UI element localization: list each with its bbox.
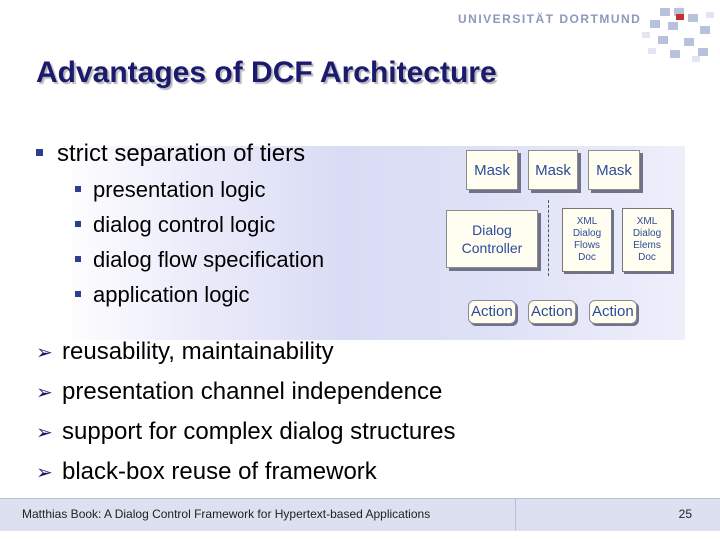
sub-bullet-text: dialog flow specification xyxy=(93,247,325,272)
footer-bar: Matthias Book: A Dialog Control Framewor… xyxy=(0,498,720,531)
university-name: UNIVERSITÄT DORTMUND xyxy=(458,12,642,26)
action-label: Action xyxy=(592,303,634,320)
advantage-item: ➢ reusability, maintainability xyxy=(36,338,334,366)
mask-label: Mask xyxy=(474,161,510,179)
dialog-controller-box: Dialog Controller xyxy=(446,210,538,268)
advantage-item: ➢ black-box reuse of framework xyxy=(36,458,377,486)
sub-bullet: dialog control logic xyxy=(75,212,275,238)
mask-label: Mask xyxy=(535,161,571,179)
advantage-item: ➢ presentation channel independence xyxy=(36,378,442,406)
action-box: Action xyxy=(589,300,637,324)
sub-bullet-text: presentation logic xyxy=(93,177,266,202)
mask-box: Mask xyxy=(588,150,640,190)
action-box: Action xyxy=(528,300,576,324)
sub-bullet: dialog flow specification xyxy=(75,247,324,273)
main-bullet-text: strict separation of tiers xyxy=(57,140,306,167)
bullet-square-icon xyxy=(75,221,81,228)
sub-bullet-text: dialog control logic xyxy=(93,212,276,237)
xml-flows-doc: XML Dialog Flows Doc xyxy=(562,208,612,272)
university-logo-icon xyxy=(642,8,714,62)
advantage-text: support for complex dialog structures xyxy=(62,418,456,445)
sub-bullet-text: application logic xyxy=(93,282,250,307)
dialog-controller-label: Dialog Controller xyxy=(461,222,523,256)
mask-label: Mask xyxy=(596,161,632,179)
footer-divider xyxy=(0,498,516,530)
bullet-square-icon xyxy=(75,186,81,193)
arrow-bullet-icon: ➢ xyxy=(36,462,53,484)
advantage-item: ➢ support for complex dialog structures xyxy=(36,418,456,446)
action-label: Action xyxy=(531,303,573,320)
arrow-bullet-icon: ➢ xyxy=(36,342,53,364)
sub-bullet: application logic xyxy=(75,282,250,308)
arrow-bullet-icon: ➢ xyxy=(36,382,53,404)
bullet-square-icon xyxy=(75,291,81,298)
xml-elems-doc: XML Dialog Elems Doc xyxy=(622,208,672,272)
sub-bullet: presentation logic xyxy=(75,177,265,203)
xml-elems-doc-label: XML Dialog Elems Doc xyxy=(632,216,662,263)
action-label: Action xyxy=(471,303,513,320)
bullet-square-icon xyxy=(36,149,43,157)
separator-line xyxy=(548,200,550,276)
bullet-square-icon xyxy=(75,256,81,263)
advantage-text: black-box reuse of framework xyxy=(62,458,377,485)
main-bullet: strict separation of tiers xyxy=(36,140,305,168)
advantage-text: presentation channel independence xyxy=(62,378,443,405)
page-number: 25 xyxy=(678,507,692,521)
arrow-bullet-icon: ➢ xyxy=(36,422,53,444)
footer-text: Matthias Book: A Dialog Control Framewor… xyxy=(22,507,431,521)
mask-box: Mask xyxy=(528,150,578,190)
action-box: Action xyxy=(468,300,516,324)
slide-title: Advantages of DCF Architecture xyxy=(36,56,497,89)
mask-box: Mask xyxy=(466,150,518,190)
advantage-text: reusability, maintainability xyxy=(62,338,334,365)
xml-flows-doc-label: XML Dialog Flows Doc xyxy=(572,216,602,263)
